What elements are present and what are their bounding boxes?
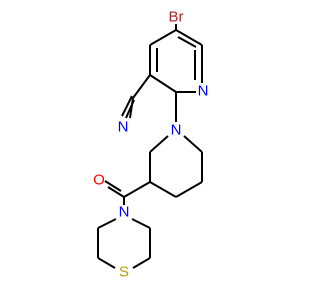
- pyridine-nitrogen-label: N: [198, 83, 209, 100]
- atom-label-layer: Br N N N O N S: [93, 9, 208, 281]
- bond: [97, 218, 117, 229]
- carbonyl-oxygen-label: O: [93, 172, 105, 189]
- bond: [175, 29, 203, 46]
- bond: [131, 218, 151, 229]
- bond: [132, 74, 151, 99]
- bond: [177, 36, 197, 48]
- bond: [123, 181, 151, 198]
- bond: [125, 99, 135, 119]
- molecule-diagram: Br N N N O N S: [93, 9, 208, 281]
- bond: [107, 186, 125, 198]
- bond: [175, 181, 203, 198]
- bond: [149, 181, 177, 198]
- bromine-label: Br: [169, 9, 184, 26]
- bond-layer: [97, 24, 203, 269]
- bond: [121, 95, 133, 117]
- bond: [149, 29, 177, 46]
- bond: [183, 135, 203, 153]
- bond: [149, 135, 169, 153]
- thiomorpholine-nitrogen-label: N: [119, 204, 130, 221]
- structure-svg: Br N N N O N S: [93, 9, 208, 281]
- bond: [97, 257, 116, 269]
- piperidine-nitrogen-label: N: [171, 122, 182, 139]
- bond: [104, 180, 122, 192]
- sulfur-label: S: [119, 264, 129, 281]
- nitrile-nitrogen-label: N: [118, 119, 129, 136]
- bond: [149, 74, 177, 93]
- bond: [132, 257, 151, 269]
